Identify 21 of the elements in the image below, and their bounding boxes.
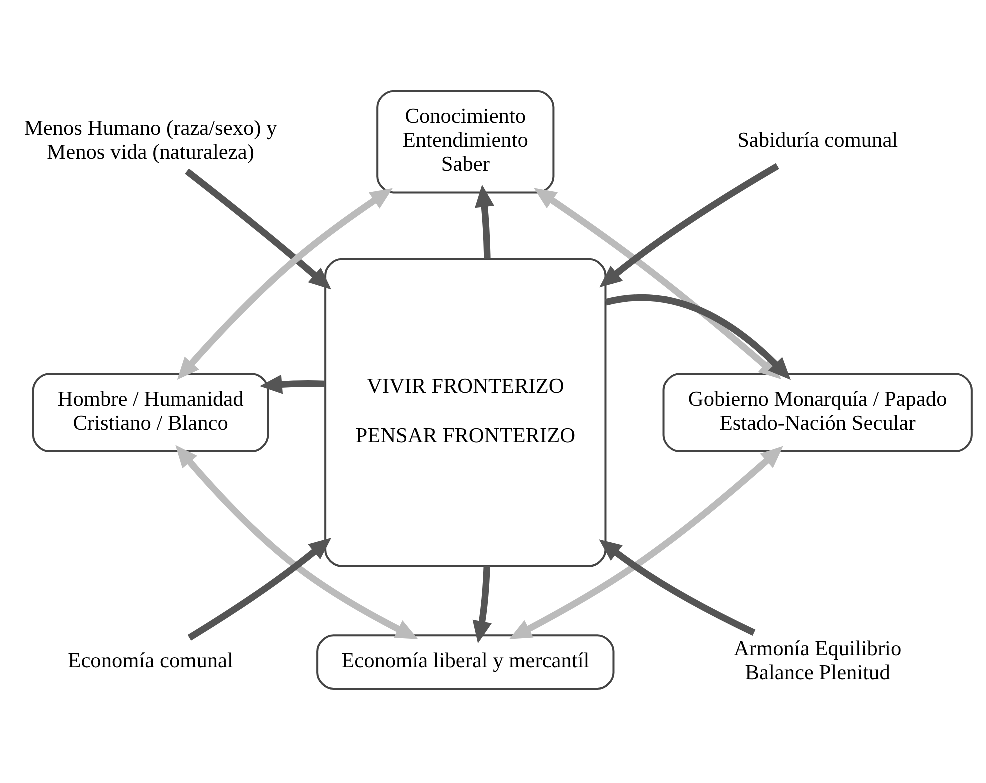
arrow <box>600 163 780 288</box>
arrow <box>472 566 492 644</box>
arrow <box>260 374 326 394</box>
node-text: Armonía Equilibrio Balance Plenitud <box>734 636 902 684</box>
arrow <box>185 168 332 290</box>
arrow <box>188 538 332 641</box>
arrow <box>475 184 494 259</box>
node-box: Economía liberal y mercantíl <box>316 634 615 690</box>
node-text: Economía comunal <box>68 648 234 672</box>
arrow <box>177 188 393 380</box>
node-text: Menos Humano (raza/sexo) y Menos vida (naturaleza) <box>24 116 278 164</box>
node-box: Hombre / Humanidad Cristiano / Blanco <box>32 373 270 453</box>
node-box: Conocimiento Entendimiento Saber <box>376 90 555 194</box>
node-box: Gobierno Monarquía / Papado Estado-Nación Secular <box>662 373 973 453</box>
arrow <box>534 188 782 380</box>
node-box: VIVIR FRONTERIZO PENSAR FRONTERIZO <box>324 258 607 568</box>
arrow <box>605 294 791 380</box>
arrow <box>509 446 784 640</box>
node-text: Sabiduría comunal <box>738 128 898 152</box>
arrow <box>599 540 756 636</box>
arrow <box>176 445 418 640</box>
